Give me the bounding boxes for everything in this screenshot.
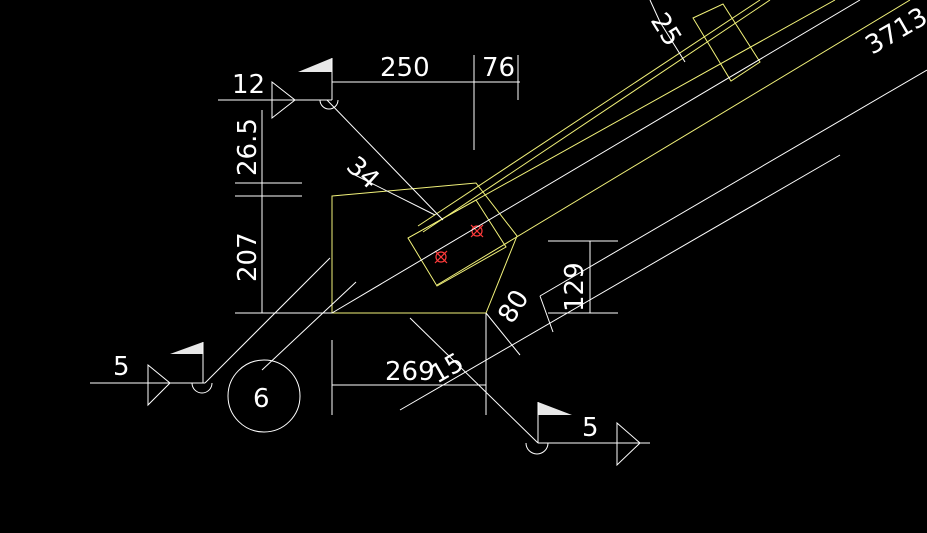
weld-symbol-left[interactable]: 5 [90, 342, 213, 407]
dim-34: 34 [340, 151, 385, 195]
weld-size-12: 12 [232, 70, 265, 100]
detail-bubble[interactable]: 6 [227, 359, 301, 433]
bolt-marks [434, 224, 484, 264]
dim-269: 269 [385, 357, 435, 387]
gusset-plate [331, 182, 518, 314]
weld-symbol-bottom-right[interactable]: 5 [525, 402, 650, 467]
dim-129: 129 [560, 262, 590, 312]
weld-symbol-top-left[interactable]: 12 [218, 58, 339, 120]
dimension-lines [204, 0, 927, 444]
dim-250: 250 [380, 53, 430, 83]
dim-80: 80 [492, 285, 535, 329]
weld-size-5-right: 5 [582, 413, 599, 443]
dim-25: 25 [644, 8, 687, 52]
dim-207: 207 [233, 232, 263, 282]
diagonal-member [407, 0, 911, 287]
dim-76: 76 [482, 53, 515, 83]
detail-number: 6 [253, 384, 270, 414]
dim-26-5: 26.5 [233, 118, 263, 176]
dim-3713: 3713 [861, 2, 927, 61]
weld-size-5-left: 5 [113, 352, 130, 382]
